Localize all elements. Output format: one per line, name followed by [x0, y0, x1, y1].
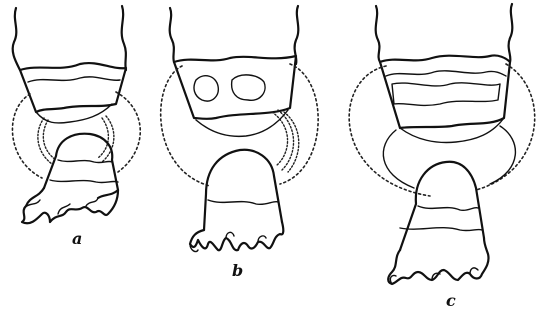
capsule-arc-left — [383, 130, 414, 188]
upper-bone-left-edge — [170, 8, 174, 62]
panel-a: a — [12, 6, 140, 248]
joint-cartilage-ring — [38, 116, 114, 164]
epiphysis-cavities — [194, 75, 265, 101]
upper-bone-right-edge — [509, 4, 513, 62]
lower-bone-ragged-detail — [390, 268, 478, 284]
lower-bone-ragged-detail — [190, 232, 266, 251]
panel-label-a: a — [72, 229, 82, 248]
lower-bone-head — [44, 134, 118, 198]
lower-bone-growth-line — [50, 160, 118, 183]
lower-bone-ragged-detail — [24, 198, 98, 214]
upper-epiphysis — [380, 55, 510, 128]
lower-bone-growth-line — [208, 200, 278, 204]
epiphysis-inner-block — [392, 83, 500, 106]
joint-cartilage-ring — [272, 110, 299, 172]
upper-bone-left-edge — [376, 6, 380, 62]
lower-bone-growth-line — [400, 206, 482, 231]
upper-epiphysis — [20, 63, 126, 112]
capsule-arc-right — [490, 126, 515, 184]
upper-bone-right-edge — [122, 6, 126, 70]
growth-line-upper — [28, 77, 120, 82]
lower-bone-head — [204, 150, 282, 230]
panel-label-c: c — [446, 291, 456, 310]
panel-b: b — [161, 6, 318, 280]
lower-bone-head — [400, 162, 484, 250]
growth-line-upper — [386, 71, 506, 76]
panel-label-b: b — [232, 261, 243, 280]
panel-c: c — [349, 4, 535, 310]
upper-bone-left-edge — [13, 8, 20, 70]
lower-bone-ragged-end — [22, 188, 118, 223]
lower-bone-ragged-end — [388, 238, 488, 284]
